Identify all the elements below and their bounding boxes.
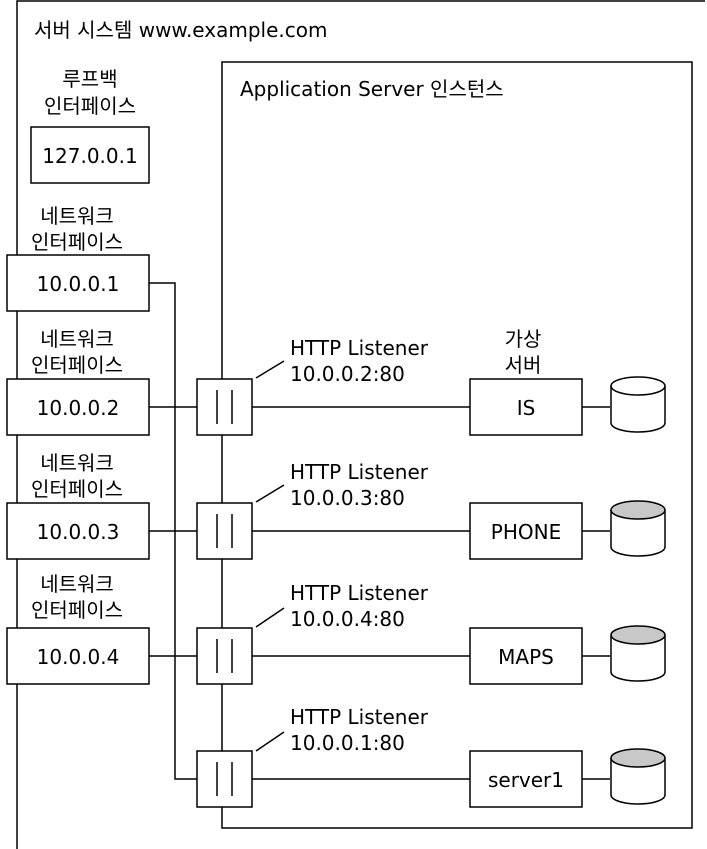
listener-box (196, 378, 253, 436)
listener-box (196, 627, 253, 685)
interface-label-1: 네트워크 (40, 204, 114, 228)
listener-address: 10.0.0.4:80 (290, 607, 405, 631)
listener-row: HTTP Listener 10.0.0.4:80 MAPS (196, 581, 666, 685)
virtual-server-name: MAPS (498, 645, 554, 669)
network-interface-box (6, 627, 150, 685)
listener-callout-line (255, 360, 285, 379)
listener-name: HTTP Listener (290, 460, 429, 484)
listener-box (196, 502, 253, 560)
network-interface-box (6, 254, 150, 312)
interface-address: 10.0.0.2 (37, 396, 120, 420)
interface-address: 10.0.0.1 (37, 272, 120, 296)
virtual-server-heading-1: 가상 (505, 327, 542, 351)
interface-label-2: 인터페이스 (31, 477, 123, 501)
listener-name: HTTP Listener (290, 705, 429, 729)
virtual-server-name: server1 (488, 768, 564, 792)
app-server-frame (221, 61, 693, 829)
loopback-box (30, 126, 150, 184)
interface-label-2: 인터페이스 (31, 353, 123, 377)
interface-label-2: 인터페이스 (31, 230, 123, 254)
app-server-title: Application Server 인스턴스 (240, 77, 504, 101)
loopback-label-2: 인터페이스 (44, 94, 136, 118)
interface-label-2: 인터페이스 (31, 598, 123, 622)
loopback-address: 127.0.0.1 (42, 144, 137, 168)
listener-callout-line (255, 484, 285, 503)
interface-label-1: 네트워크 (40, 327, 114, 351)
listener-row: HTTP Listener 10.0.0.2:80 IS (196, 336, 666, 436)
loopback-label-1: 루프백 (62, 67, 117, 91)
listener-row: HTTP Listener 10.0.0.1:80 server1 (196, 705, 666, 808)
listener-callout-line (255, 731, 285, 752)
listener-name: HTTP Listener (290, 581, 429, 605)
interface-label-1: 네트워크 (40, 451, 114, 475)
system-frame (16, 0, 705, 849)
database-icon (610, 625, 666, 682)
system-title: 서버 시스템 www.example.com (34, 18, 327, 42)
listener-name: HTTP Listener (290, 336, 429, 360)
listener-address: 10.0.0.1:80 (290, 731, 405, 755)
virtual-server-box (469, 627, 583, 685)
interface-label-1: 네트워크 (40, 572, 114, 596)
virtual-server-name: IS (517, 396, 536, 420)
virtual-server-box (469, 502, 583, 560)
listener-address: 10.0.0.3:80 (290, 486, 405, 510)
database-icon (610, 500, 666, 557)
listener-row: HTTP Listener 10.0.0.3:80 PHONE (196, 460, 666, 560)
listener-address: 10.0.0.2:80 (290, 362, 405, 386)
listener-callout-line (255, 607, 285, 628)
listener-box (196, 750, 253, 808)
database-icon (610, 376, 666, 433)
interface-address: 10.0.0.3 (37, 520, 120, 544)
database-icon (610, 748, 666, 805)
interface-address: 10.0.0.4 (37, 645, 120, 669)
virtual-server-box (469, 378, 583, 436)
virtual-server-name: PHONE (491, 520, 561, 544)
virtual-server-heading-2: 서버 (505, 353, 542, 377)
